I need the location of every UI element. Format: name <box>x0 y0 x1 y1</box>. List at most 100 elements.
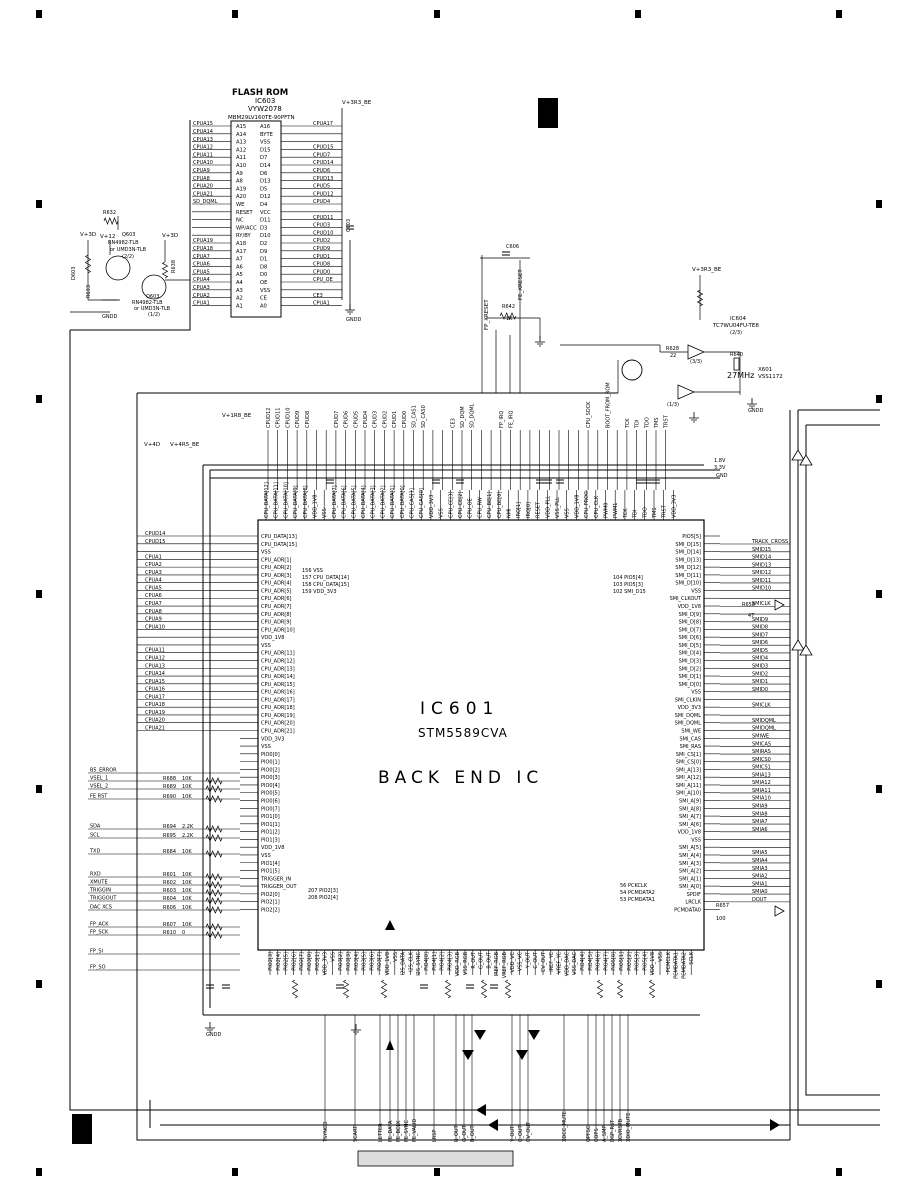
ic-top-pin: CPU_DATA[1] <box>390 485 396 518</box>
ic-left-net: TXD <box>89 849 100 855</box>
ic-right-net: SMID9 <box>752 617 768 623</box>
flash-right-pin: D15 <box>260 147 271 153</box>
resistor-symbol <box>161 261 169 279</box>
resistor-symbol <box>380 979 388 999</box>
clock-ic-unit2: (3/3) <box>690 359 702 365</box>
ground-symbol <box>689 412 699 423</box>
flash-left-net: CPUA9 <box>193 168 210 174</box>
flash-left-pin: RESET <box>236 210 253 216</box>
resistor-value: 10K <box>182 888 192 894</box>
flash-right-net: CPU_OE <box>313 277 333 283</box>
ic-right-net: SMID10 <box>752 586 771 592</box>
ic-top-net: SD_CAS1 <box>412 405 418 428</box>
ic-top-net: TMS <box>654 417 660 429</box>
reset-q2-alt: or UMD3N-TLB <box>134 306 171 312</box>
ic-top-net: TDI <box>635 420 641 429</box>
ic-bottom-net: FE_VALID <box>412 1119 418 1142</box>
ic-right-net: SMID6 <box>752 640 768 646</box>
ic-top-pin: TDI <box>633 510 639 519</box>
ic-top-pin: VSS <box>439 508 445 518</box>
flash-right-net: CPUD10 <box>313 230 333 236</box>
ic-left-net: SCL <box>90 833 100 839</box>
ground-symbol <box>205 1022 215 1033</box>
ic-bottom-net: COPS <box>594 1128 600 1142</box>
main-ic-block: IC601 STM5589CVA BACK END IC <box>257 519 705 951</box>
ic-bottom-net: XCVRSTB <box>618 1118 624 1142</box>
rail-v4d: V+4D <box>144 442 160 448</box>
ic-bottom-net: C_OUT <box>518 1124 524 1142</box>
flash-left-net: CPUA21 <box>193 191 213 197</box>
ic-left-pin: VDD_1V8 <box>261 635 284 641</box>
r642-value: 1K <box>506 316 513 322</box>
ic-bottom-pin: C_OUT <box>533 951 539 969</box>
ic-bottom-pin: I2S_DATA <box>401 951 407 975</box>
flash-left-net: CPUA5 <box>193 269 210 275</box>
ic-left-pin: TRIGGER_IN <box>260 876 291 882</box>
flash-right-net: CPUD13 <box>313 176 333 182</box>
ic-top-pin: CPU_DATA[4] <box>361 485 367 518</box>
ic-bottom-pin: VSS <box>658 952 664 962</box>
flash-right-pin: A0 <box>260 303 267 309</box>
ic-right-pin: SMI_A[0] <box>679 884 701 890</box>
flash-left-pin: WE <box>236 202 244 208</box>
resistor-value: 10K <box>182 849 192 855</box>
r642-label: R642 <box>502 304 515 310</box>
flash-right-pin: D0 <box>260 272 267 278</box>
ic-left-net: XMUTE <box>90 880 108 886</box>
clock-circuit: V+3R3_BE IC604 TC7WU04FU-TE8 (2/3) (3/3)… <box>621 267 783 414</box>
capacitor-symbol <box>326 479 334 484</box>
ic-right-pin: SMI_D[2] <box>679 666 701 672</box>
ic-top-pin: CPU_DATA[12] <box>264 482 270 518</box>
resistor-value: 2.2K <box>182 824 194 830</box>
ic-left-pin: PIO1[3] <box>261 837 280 843</box>
flash-left-net: CPUA15 <box>193 121 213 127</box>
ic-top-pin: CPU_BE[1] <box>487 492 493 518</box>
reset-gnd: GNDD <box>102 314 117 320</box>
resistor-value: 10K <box>182 880 192 886</box>
ic-top-net: SD_DQM <box>460 406 466 428</box>
ic-right-net: SMIA2 <box>752 874 768 880</box>
flash-right-pin: D4 <box>260 202 268 208</box>
ic-bottom-net: TSYNCO <box>323 1121 329 1143</box>
ic-left-signal: CPUA19 <box>145 710 165 716</box>
ic-top-pin: VSS <box>565 508 571 518</box>
ic-bottom-pin: PIO4[2] <box>440 952 446 971</box>
resistor-symbol <box>499 312 517 320</box>
ic-left-net: FP_SCK <box>90 930 109 936</box>
flash-left-net: CPUA6 <box>193 262 210 268</box>
resistor-symbol <box>205 881 223 889</box>
clock-supply: V+3R3_BE <box>692 267 722 273</box>
flash-left-pin: A18 <box>236 241 246 247</box>
ic-right-pin: LRCLK <box>685 900 701 906</box>
resistor-label: R603 <box>163 888 176 894</box>
fp-reset-label: FP_XRESET <box>484 299 490 330</box>
ic-top-net: CPUD5 <box>353 411 359 428</box>
flash-right-net: CPUD1 <box>313 254 330 260</box>
flash-right-net: CPUD0 <box>313 269 330 275</box>
ic-left-pin: CPU_ADR[7] <box>261 604 292 610</box>
ic-right-net: SMID13 <box>752 562 771 568</box>
ic-left-net: FP_SI <box>90 949 103 955</box>
inner-note: 56 PCKCLK <box>620 883 648 889</box>
reset-r1: R632 <box>103 210 116 216</box>
resistor-value: 10K <box>182 896 192 902</box>
ic-left-net: TRIGGIN <box>89 888 111 894</box>
ic-left-pin: PIO2[1] <box>261 900 280 906</box>
capacitor-symbol <box>222 984 230 989</box>
ic-bottom-pin: SCLK <box>689 951 695 964</box>
flash-right-net: CPUD3 <box>313 223 330 229</box>
flash-right-pin: D1 <box>260 257 267 263</box>
resistor-symbol <box>205 889 223 897</box>
ic-right-net: DOUT <box>752 897 767 903</box>
rail-3v3: 3.3V <box>714 465 726 471</box>
ic-bottom-pin: VSS <box>393 952 399 962</box>
ic-right-pin: PCMDATA0 <box>674 907 701 913</box>
ic-right-pin: SMI_CS[1] <box>676 752 701 758</box>
ic-right-pin: SMI_D[0] <box>679 682 701 688</box>
ic-bottom-net: R_OUT <box>454 1124 460 1142</box>
ic-right-net: SMID7 <box>752 632 768 638</box>
capacitor-symbol <box>556 479 564 484</box>
ic-right-net: SMID14 <box>752 555 771 561</box>
resistor-value: 10K <box>182 784 192 790</box>
ic-top-pin: CPU_DATA[0] <box>400 485 406 518</box>
